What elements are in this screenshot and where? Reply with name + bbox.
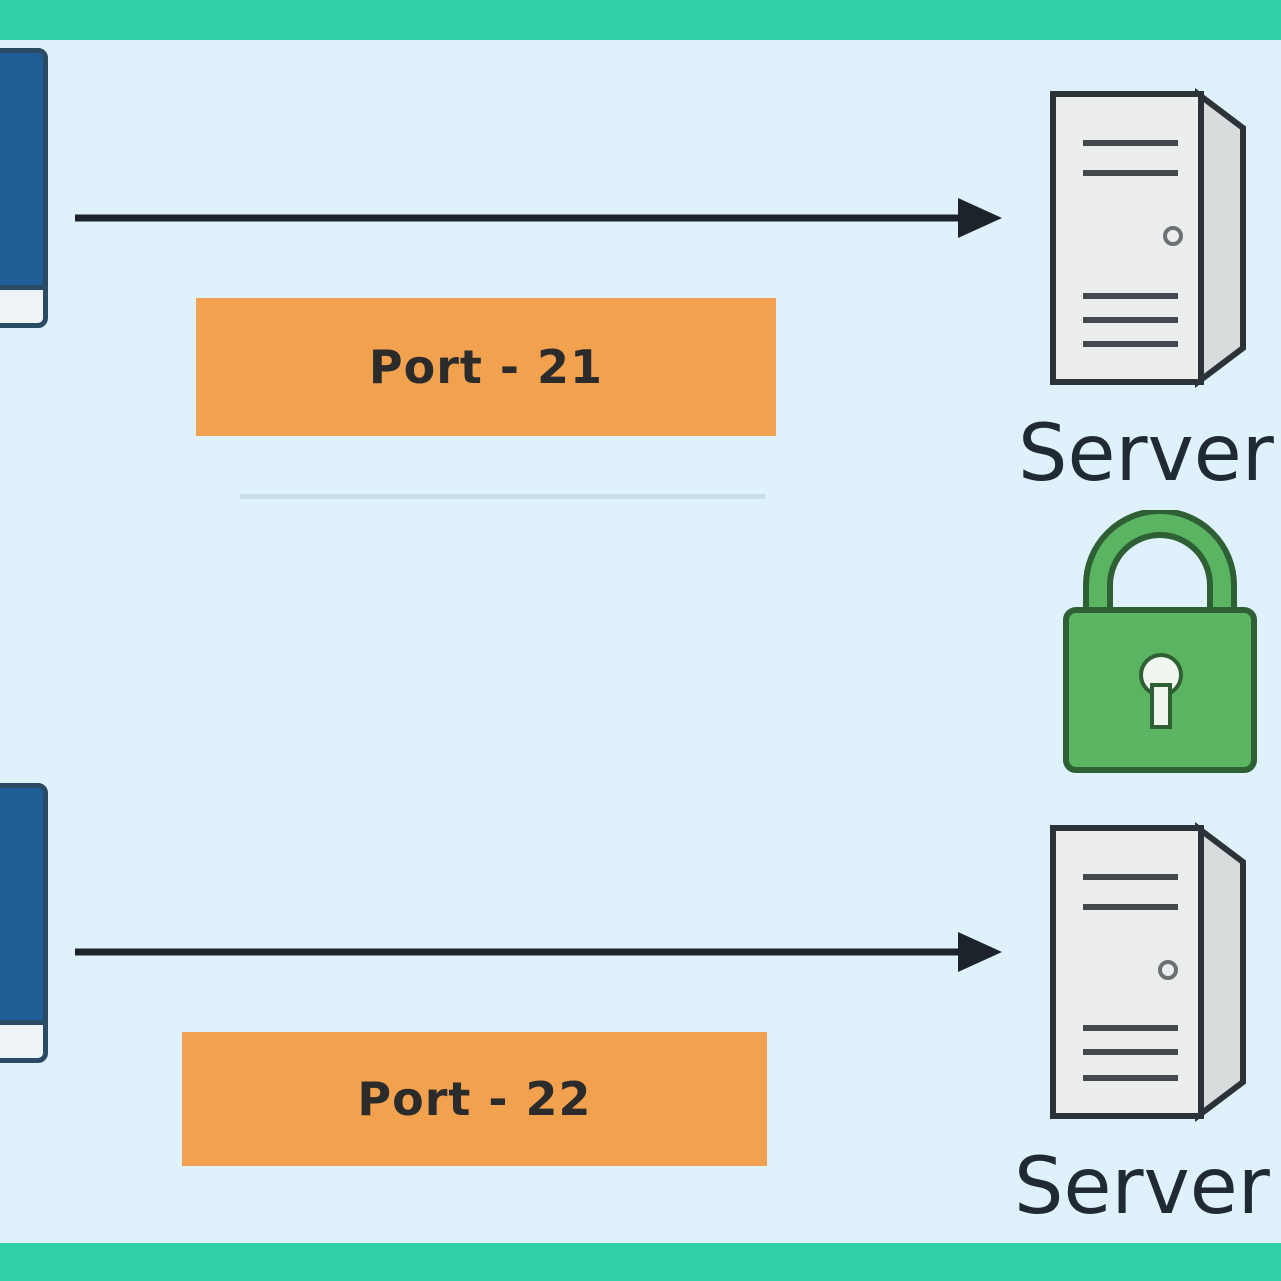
arrow-right-icon xyxy=(75,932,1002,972)
top-accent-bar xyxy=(0,0,1281,40)
port-label: Port - 22 xyxy=(357,1072,592,1126)
bottom-accent-bar xyxy=(0,1243,1281,1281)
arrow-head xyxy=(958,932,1002,972)
arrow-head xyxy=(958,198,1002,238)
server-label: Server xyxy=(1014,1142,1270,1232)
client-device-icon xyxy=(0,48,48,328)
port-label-box: Port - 22 xyxy=(182,1032,767,1166)
client-device-base xyxy=(0,285,43,323)
port-label-box: Port - 21 xyxy=(196,298,776,436)
port-label: Port - 21 xyxy=(368,340,604,394)
arrow-right-icon xyxy=(75,198,1002,238)
server-tower-icon xyxy=(1050,822,1246,1122)
client-device-base xyxy=(0,1020,43,1058)
padlock-icon xyxy=(1063,510,1257,773)
client-device-icon xyxy=(0,783,48,1063)
server-tower-icon xyxy=(1050,88,1246,388)
server-label: Server xyxy=(1018,409,1274,499)
section-divider xyxy=(240,494,765,499)
